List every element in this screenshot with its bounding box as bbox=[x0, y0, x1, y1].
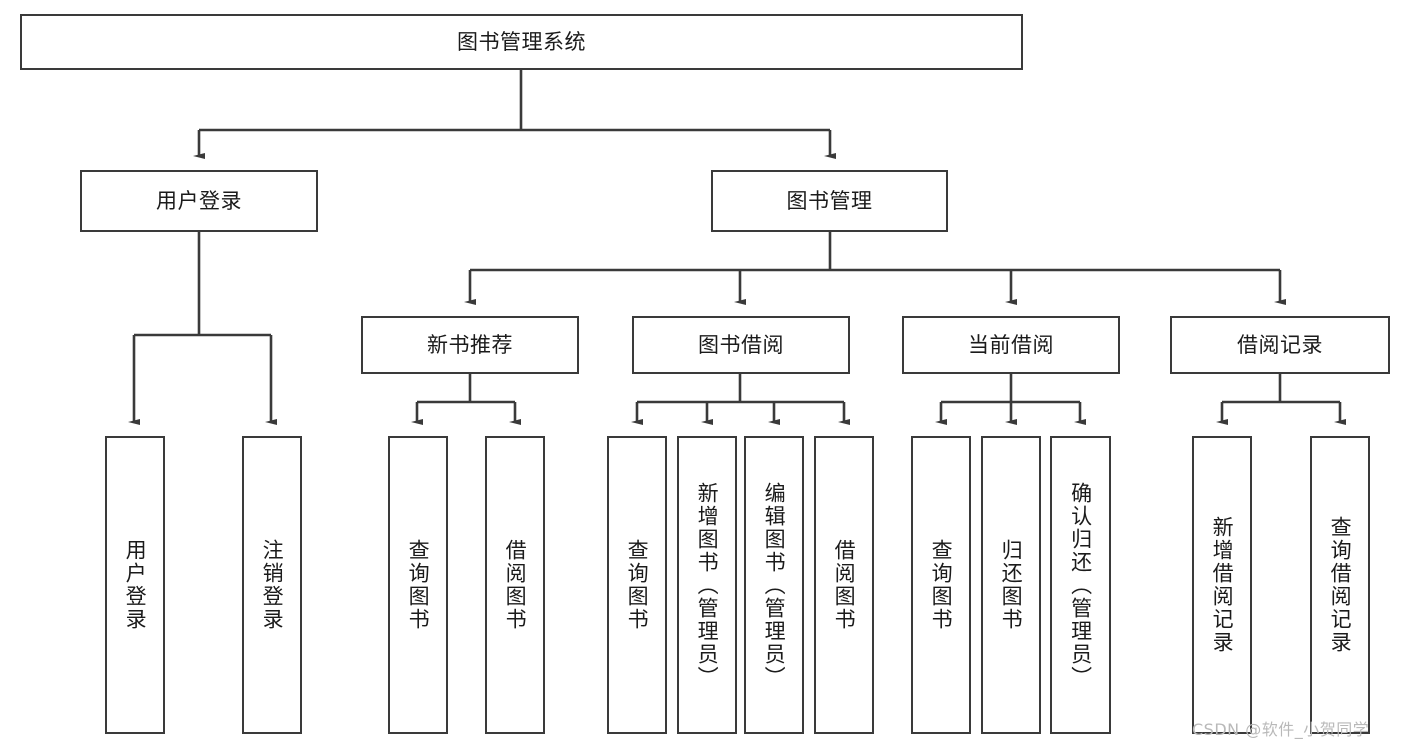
leaf-return-book-label: 归还图书 bbox=[999, 539, 1024, 631]
leaf-confirm-return-label: 确认归还（管理员） bbox=[1068, 481, 1093, 689]
leaf-confirm-return[interactable]: 确认归还（管理员） bbox=[1050, 436, 1111, 734]
node-current-borrow-label: 当前借阅 bbox=[968, 332, 1054, 357]
node-borrow-record[interactable]: 借阅记录 bbox=[1170, 316, 1390, 374]
leaf-logout-label: 注销登录 bbox=[260, 539, 285, 631]
leaf-user-login[interactable]: 用户登录 bbox=[105, 436, 165, 734]
leaf-add-record-label: 新增借阅记录 bbox=[1210, 516, 1235, 654]
leaf-query-book-3-label: 查询图书 bbox=[929, 539, 954, 631]
node-root[interactable]: 图书管理系统 bbox=[20, 14, 1023, 70]
leaf-logout[interactable]: 注销登录 bbox=[242, 436, 302, 734]
watermark: CSDN @软件_小贺同学 bbox=[1192, 720, 1370, 739]
node-borrow-record-label: 借阅记录 bbox=[1237, 332, 1323, 357]
node-new-book-recommend[interactable]: 新书推荐 bbox=[361, 316, 579, 374]
leaf-user-login-label: 用户登录 bbox=[123, 539, 148, 631]
leaf-borrow-book-2[interactable]: 借阅图书 bbox=[814, 436, 874, 734]
node-user-login-label: 用户登录 bbox=[156, 188, 242, 213]
leaf-borrow-book-1[interactable]: 借阅图书 bbox=[485, 436, 545, 734]
leaf-query-book-2[interactable]: 查询图书 bbox=[607, 436, 667, 734]
leaf-borrow-book-2-label: 借阅图书 bbox=[832, 539, 857, 631]
node-book-borrow[interactable]: 图书借阅 bbox=[632, 316, 850, 374]
leaf-add-record[interactable]: 新增借阅记录 bbox=[1192, 436, 1252, 734]
leaf-add-book-label: 新增图书（管理员） bbox=[695, 481, 720, 689]
leaf-query-book-1-label: 查询图书 bbox=[406, 539, 431, 631]
node-new-book-recommend-label: 新书推荐 bbox=[427, 332, 513, 357]
node-book-manage[interactable]: 图书管理 bbox=[711, 170, 948, 232]
leaf-edit-book[interactable]: 编辑图书（管理员） bbox=[744, 436, 804, 734]
node-book-manage-label: 图书管理 bbox=[786, 188, 873, 213]
node-book-borrow-label: 图书借阅 bbox=[698, 332, 784, 357]
leaf-query-record-label: 查询借阅记录 bbox=[1328, 516, 1353, 654]
node-current-borrow[interactable]: 当前借阅 bbox=[902, 316, 1120, 374]
leaf-add-book[interactable]: 新增图书（管理员） bbox=[677, 436, 737, 734]
leaf-edit-book-label: 编辑图书（管理员） bbox=[762, 481, 787, 689]
leaf-query-book-1[interactable]: 查询图书 bbox=[388, 436, 448, 734]
node-user-login[interactable]: 用户登录 bbox=[80, 170, 318, 232]
leaf-query-record[interactable]: 查询借阅记录 bbox=[1310, 436, 1370, 734]
leaf-query-book-3[interactable]: 查询图书 bbox=[911, 436, 971, 734]
leaf-borrow-book-1-label: 借阅图书 bbox=[503, 539, 528, 631]
leaf-return-book[interactable]: 归还图书 bbox=[981, 436, 1041, 734]
leaf-query-book-2-label: 查询图书 bbox=[625, 539, 650, 631]
node-root-label: 图书管理系统 bbox=[457, 29, 586, 54]
